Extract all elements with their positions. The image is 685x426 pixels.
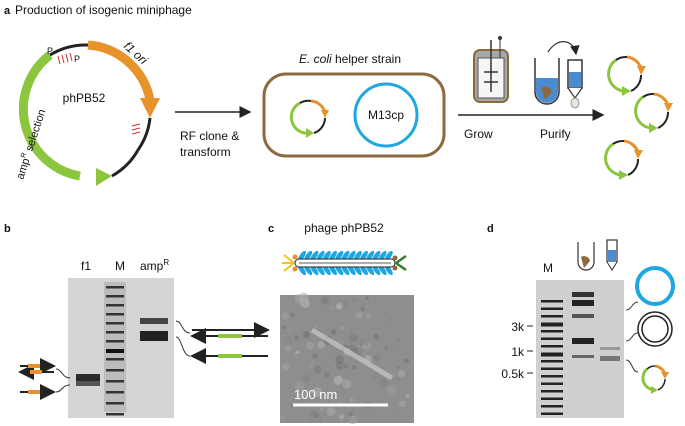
host-label: E. coli helper strain [299, 52, 401, 66]
helper-plasmid [353, 82, 419, 148]
miniphage-plasmid-in-cell [289, 99, 329, 138]
ladder-band [541, 345, 563, 348]
ladder-band [541, 397, 563, 400]
purify-icon [534, 41, 583, 109]
ladder-band [106, 413, 124, 416]
f1-ori-arrowhead [140, 98, 160, 118]
ladder-band [106, 313, 124, 316]
bacterium-lane-icon [577, 242, 595, 271]
panel-a-letter: a [4, 5, 11, 17]
purify-label: Purify [540, 127, 571, 141]
step1-line2: transform [180, 145, 231, 159]
ladder-band [106, 369, 124, 372]
ladder-band [541, 352, 563, 357]
miniphage-product-3 [604, 139, 643, 180]
ladder-bands-b [106, 286, 124, 416]
ladder-band [106, 391, 124, 394]
band-phage-1 [600, 347, 620, 350]
ladder-bands-d [541, 300, 563, 415]
promoter-label-1: P [47, 46, 53, 56]
lane-f1-label: f1 [81, 259, 91, 273]
miniphage-product-1 [607, 55, 646, 96]
lane-m-label: M [115, 259, 125, 273]
strand-glyphs-b-left [18, 358, 71, 400]
gel-d [536, 280, 624, 418]
band-phage-2 [600, 356, 620, 361]
dsdna-circle-outer [637, 311, 673, 347]
band-bac-2 [572, 300, 594, 306]
ladder-band [106, 304, 124, 307]
bioreactor-icon [473, 36, 509, 103]
ladder-band [106, 295, 124, 298]
phage-title: phage phPB52 [304, 221, 384, 235]
tem-micrograph: 100 nm [280, 292, 414, 425]
step1-line1: RF clone & [180, 129, 239, 143]
panel-a-title: Production of isogenic miniphage [15, 3, 192, 17]
ladder-band [541, 315, 563, 318]
marker-05k: 0.5k [501, 367, 525, 381]
ladder-band [541, 307, 563, 310]
f1-ori-arc [87, 40, 155, 101]
dna-form-icons [625, 266, 675, 394]
plasmid-name: phPB52 [63, 91, 106, 105]
grow-label: Grow [464, 127, 493, 141]
ladder-band [541, 382, 563, 385]
ladder-band [106, 286, 124, 289]
ladder-band [541, 360, 563, 363]
plasmid-map: P P phPB52 f1 ori ampR selection [13, 39, 160, 186]
phage-tip-right [392, 254, 407, 272]
ladder-band [106, 331, 124, 334]
miniphage-product-2 [634, 92, 673, 133]
panel-b-letter: b [4, 223, 11, 235]
ampr-arrowhead [96, 168, 112, 186]
filamentous-phage [310, 327, 394, 381]
ssdna-miniphage-icon [641, 364, 669, 394]
ladder-band [541, 330, 563, 333]
band-bac-3 [572, 314, 594, 318]
phage-tip-left [282, 254, 298, 272]
band-f1-lower [76, 381, 100, 386]
lane-ampr-label: ampR [140, 258, 169, 273]
ladder-band [541, 390, 563, 393]
dsdna-circle-inner [641, 315, 669, 343]
ladder-band [541, 405, 563, 408]
panel-c-letter: c [268, 223, 274, 235]
band-ampr-lower [140, 331, 168, 341]
helper-plasmid-icon [635, 266, 675, 306]
ladder-band [106, 340, 124, 343]
promoter-label-2: P [74, 54, 80, 64]
band-bac-1 [572, 292, 594, 297]
ladder-band [106, 358, 124, 361]
ladder-band [106, 349, 124, 353]
phage-particle-diagram [282, 250, 407, 276]
ladder-band [541, 300, 563, 303]
marker-1k: 1k [511, 345, 525, 359]
ecoli-cell [262, 72, 446, 158]
scale-bar-label: 100 nm [294, 387, 337, 402]
ladder-band [106, 402, 124, 405]
ladder-band [541, 322, 563, 327]
ladder-band [541, 337, 563, 340]
band-ampr-upper [140, 318, 168, 324]
marker-3k: 3k [511, 320, 525, 334]
ladder-band [541, 412, 563, 415]
band-bac-4 [572, 338, 594, 344]
ladder-band [106, 380, 124, 383]
strand-glyphs-b-right [175, 320, 270, 364]
lane-m-label-d: M [543, 261, 553, 275]
ladder-band [541, 367, 563, 370]
band-f1-upper [76, 374, 100, 381]
phage-lane-icon [606, 239, 618, 271]
panel-d-letter: d [487, 223, 494, 235]
band-bac-5 [572, 355, 594, 358]
ampr-selection-label: ampR selection [13, 108, 48, 181]
ladder-band [106, 322, 124, 325]
gel-b [68, 278, 174, 418]
ampr-arc [18, 51, 81, 181]
helper-label: M13cp [368, 108, 404, 122]
ladder-band [541, 375, 563, 378]
